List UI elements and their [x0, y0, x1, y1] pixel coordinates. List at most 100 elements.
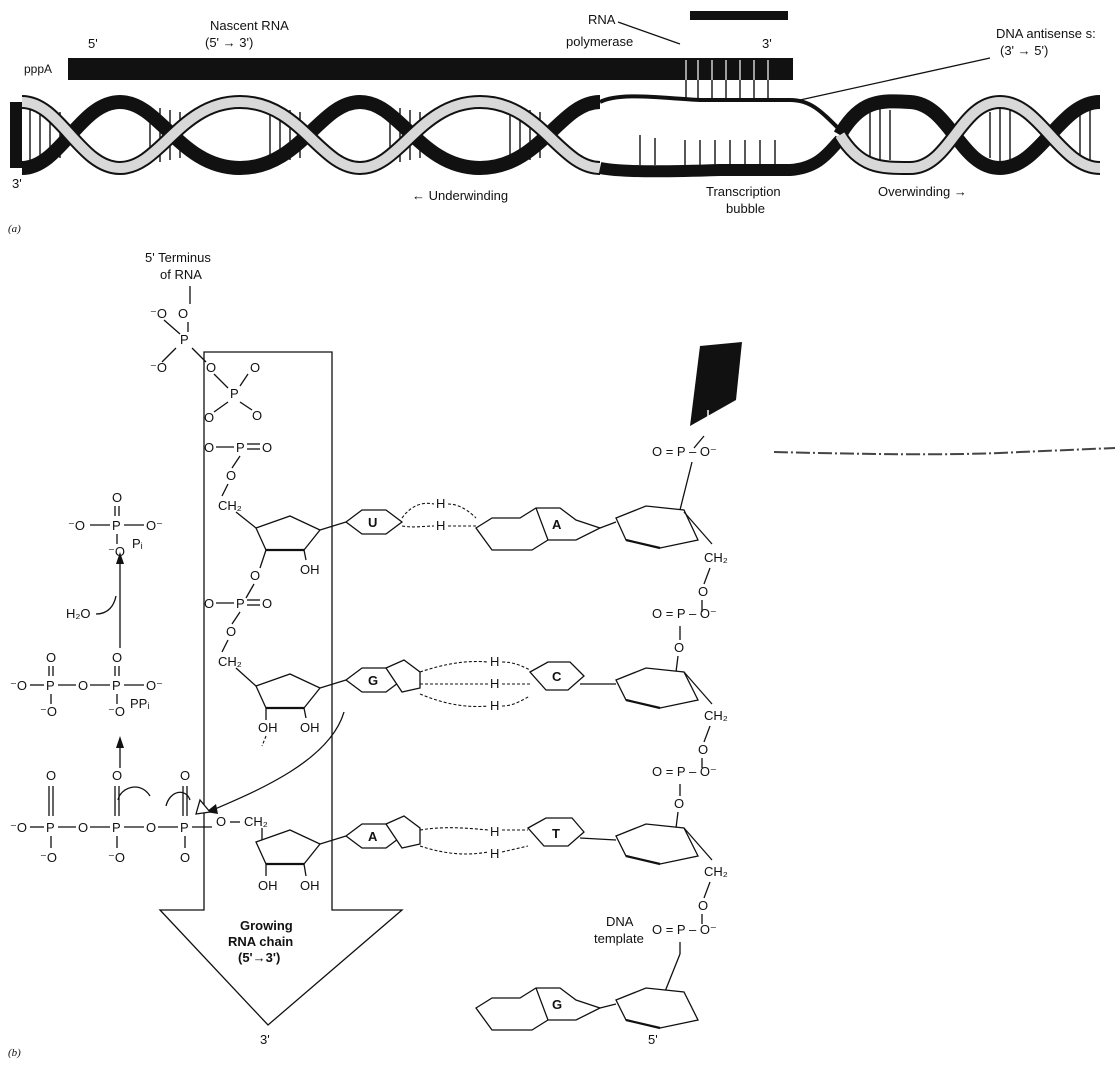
rna-polymerase-label-1: RNA: [588, 12, 616, 27]
svg-text:O: O: [674, 640, 684, 655]
dna-phosphate-4: O = P – O⁻: [652, 922, 717, 937]
svg-text:O: O: [78, 678, 88, 693]
svg-text:H: H: [490, 824, 499, 839]
svg-text:P: P: [112, 678, 121, 693]
svg-text:O: O: [112, 650, 122, 665]
svg-text:H: H: [436, 518, 445, 533]
svg-text:A: A: [368, 829, 378, 844]
svg-text:CH₂: CH₂: [704, 708, 728, 723]
svg-text:O: O: [78, 820, 88, 835]
growing-label-1: Growing: [240, 918, 293, 933]
dna-phosphate-1: O = P – O⁻: [652, 444, 717, 459]
overwinding-label: Overwinding →: [878, 184, 967, 199]
rna-nucleotide-a: O CH₂ A OH OH: [216, 814, 420, 893]
svg-text:O: O: [262, 596, 272, 611]
dna-phosphate-2: O = P – O⁻: [652, 606, 717, 621]
panel-b: 5' Terminus of RNA Growing RNA chain (5'…: [8, 250, 1115, 1059]
orthophosphate: ⁻O P O⁻ O ⁻O Pᵢ: [68, 490, 163, 559]
panel-b-label: (b): [8, 1047, 21, 1059]
svg-text:⁻O: ⁻O: [108, 850, 125, 865]
growing-label-2: RNA chain: [228, 934, 293, 949]
svg-text:O: O: [180, 768, 190, 783]
svg-text:OH: OH: [300, 878, 320, 893]
rna-polymerase-label-2: polymerase: [566, 34, 633, 49]
svg-text:T: T: [552, 826, 560, 841]
svg-text:CH₂: CH₂: [704, 550, 728, 565]
svg-text:O: O: [46, 650, 56, 665]
water-label: H₂O: [66, 606, 91, 621]
svg-text:O⁻: O⁻: [146, 518, 163, 533]
svg-text:CH₂: CH₂: [218, 498, 242, 513]
dna-template-label-2: template: [594, 931, 644, 946]
svg-text:O: O: [698, 584, 708, 599]
svg-text:O: O: [692, 420, 702, 435]
polymerase-bar: [690, 11, 788, 20]
svg-text:P: P: [236, 596, 245, 611]
terminus-label-2: of RNA: [160, 267, 202, 282]
svg-text:⁻O: ⁻O: [108, 544, 125, 559]
svg-text:⁻O: ⁻O: [40, 850, 57, 865]
scan-artifact-line: [774, 448, 1115, 454]
svg-text:U: U: [368, 515, 377, 530]
svg-text:P: P: [112, 820, 121, 835]
svg-text:O: O: [226, 624, 236, 639]
rna-nucleotide-g: CH₂ G OH OH: [206, 654, 420, 814]
rna-phosphate-2: O P O O: [204, 584, 272, 652]
ppi-label: PPᵢ: [130, 696, 149, 711]
panel-a: Nascent RNA (5' → 3') 5' pppA RNA polyme…: [8, 11, 1100, 235]
dna-template-strand: O O = P – O⁻ A CH₂ O O = P – O⁻ O: [476, 342, 742, 1047]
svg-text:OH: OH: [300, 562, 320, 577]
svg-text:O: O: [698, 898, 708, 913]
nascent-rna-bar: [68, 58, 793, 80]
dna-helix: [10, 96, 1100, 171]
svg-text:O: O: [146, 820, 156, 835]
svg-text:O: O: [180, 850, 190, 865]
svg-text:P: P: [46, 820, 55, 835]
svg-text:O: O: [250, 568, 260, 583]
svg-text:A: A: [552, 517, 562, 532]
svg-text:CH₂: CH₂: [244, 814, 268, 829]
svg-text:H: H: [490, 654, 499, 669]
svg-text:P: P: [46, 678, 55, 693]
svg-text:H: H: [490, 846, 499, 861]
svg-text:CH₂: CH₂: [704, 864, 728, 879]
nascent-rna-label: Nascent RNA: [210, 18, 289, 33]
svg-text:P: P: [180, 332, 189, 347]
svg-text:⁻O: ⁻O: [108, 704, 125, 719]
dna-five-prime-label: 5': [648, 1032, 658, 1047]
rna-nucleotide-u: CH₂ U OH O: [218, 498, 402, 583]
svg-text:O: O: [46, 768, 56, 783]
hydrogen-bonds: H H H H H H H: [402, 496, 530, 861]
svg-text:C: C: [552, 669, 562, 684]
svg-text:O: O: [112, 768, 122, 783]
svg-text:CH₂: CH₂: [218, 654, 242, 669]
svg-text:O: O: [252, 408, 262, 423]
three-prime-dna-label: 3': [12, 176, 22, 191]
svg-text:P: P: [230, 386, 239, 401]
svg-text:⁻O: ⁻O: [150, 306, 167, 321]
pyrophosphate: ⁻O P O P O⁻ O O ⁻O ⁻O PPᵢ H₂O: [10, 552, 163, 719]
underwinding-label: ← Underwinding: [412, 188, 508, 203]
three-prime-rna-label: 3': [762, 36, 772, 51]
svg-text:OH: OH: [258, 878, 278, 893]
dna-strand-top-stub: [690, 342, 742, 426]
svg-text:O: O: [698, 742, 708, 757]
svg-text:G: G: [368, 673, 378, 688]
svg-text:O: O: [112, 490, 122, 505]
rna-dna-pair-ticks: [686, 80, 768, 100]
svg-text:O⁻: O⁻: [146, 678, 163, 693]
svg-text:O: O: [204, 410, 214, 425]
svg-text:O: O: [262, 440, 272, 455]
svg-text:⁻O: ⁻O: [150, 360, 167, 375]
panel-a-label: (a): [8, 223, 21, 235]
rna-triphosphate: ⁻O O P ⁻O O P O O O O P O O: [150, 306, 272, 496]
svg-text:O: O: [178, 306, 188, 321]
svg-text:O: O: [216, 814, 226, 829]
svg-text:O: O: [226, 468, 236, 483]
svg-text:O: O: [206, 360, 216, 375]
svg-text:P: P: [236, 440, 245, 455]
svg-text:⁻O: ⁻O: [10, 820, 27, 835]
svg-text:⁻O: ⁻O: [40, 704, 57, 719]
